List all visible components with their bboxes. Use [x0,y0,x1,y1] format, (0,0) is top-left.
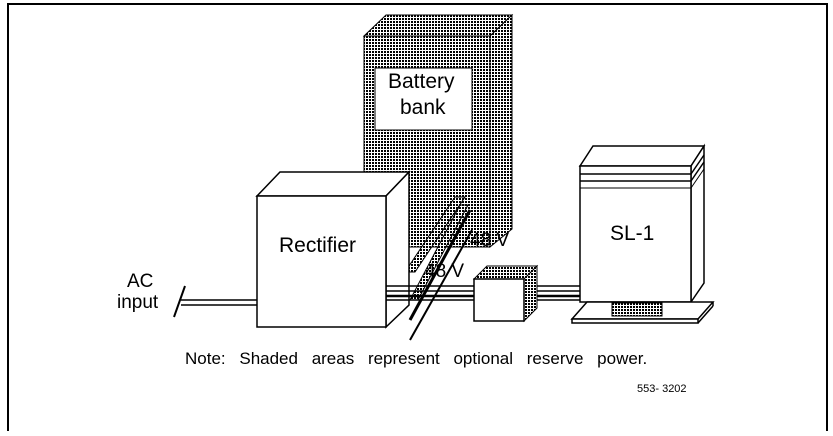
voltage-label-output: 48 V [425,261,465,282]
ac-label-line1: AC [127,271,154,292]
ac-input-cable [173,285,257,318]
figure-number: 553- 3202 [637,383,687,395]
rectifier [255,170,411,329]
voltage-label-battery: 48 V [470,230,510,251]
optional-power-unit [472,264,539,323]
sl1-optional-module [611,302,663,317]
sl1-label: SL-1 [610,222,655,245]
ac-label-line2: input [117,292,159,313]
battery-label-line1: Battery [388,70,455,93]
battery-label-line2: bank [400,96,446,119]
sl1-system [570,143,715,324]
note-text: Note: Shaded areas represent optional re… [185,349,648,368]
battery-cables [404,196,473,341]
rectifier-label: Rectifier [279,234,357,257]
battery-label-panel [374,67,473,131]
figure-frame [7,3,828,431]
